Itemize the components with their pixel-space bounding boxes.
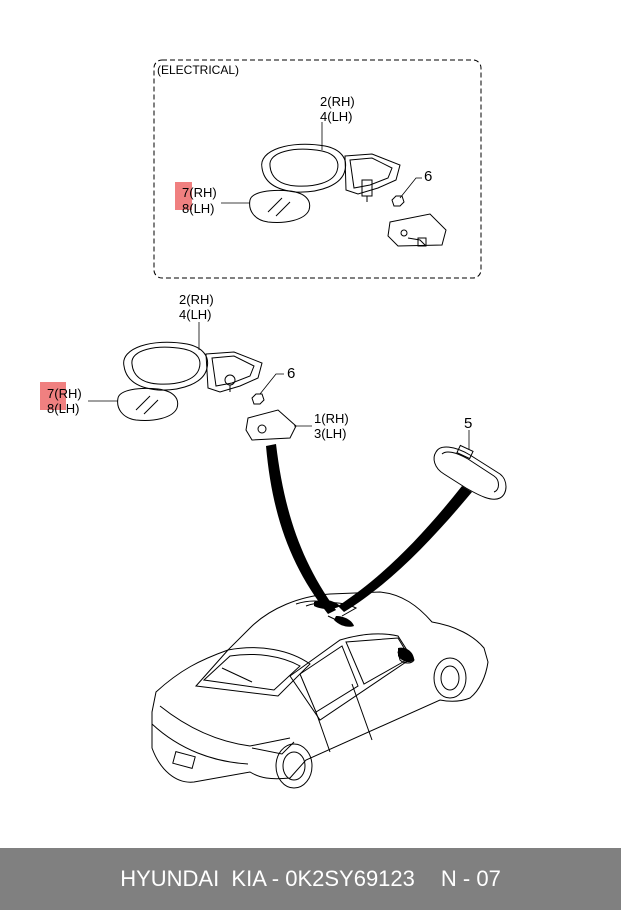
label-mirror-lh: 4(LH) — [179, 307, 212, 322]
label-bracket-rh: 1(RH) — [314, 411, 349, 426]
manual-mirror-assembly — [117, 341, 297, 441]
parts-diagram: (ELECTRICAL) 2(RH) 4(LH) 7(RH) 8(LH) 6 — [40, 59, 507, 789]
footer-page-ref: N - 07 — [440, 866, 501, 891]
label-glass-lh: 8(LH) — [47, 401, 80, 416]
label-mirror-rh: 2(RH) — [179, 292, 214, 307]
footer-part-text: HYUNDAI KIA - 0K2SY69123 — [120, 866, 415, 891]
electrical-mirror-assembly — [249, 143, 447, 247]
electrical-box — [153, 59, 482, 279]
label-glass-rh: 7(RH) — [47, 386, 82, 401]
footer-bar: HYUNDAI KIA - 0K2SY69123 N - 07 — [0, 848, 621, 910]
inside-mirror — [433, 444, 507, 500]
leader-manual-screw — [259, 373, 284, 395]
elec-label-screw: 6 — [424, 168, 432, 185]
label-screw: 6 — [287, 365, 295, 382]
label-bracket-lh: 3(LH) — [314, 426, 347, 441]
elec-label-mirror-lh: 4(LH) — [320, 109, 353, 124]
door-mirror-highlight — [398, 647, 414, 663]
elec-label-mirror-rh: 2(RH) — [320, 94, 355, 109]
elec-label-glass-lh: 8(LH) — [182, 201, 215, 216]
elec-label-glass-rh: 7(RH) — [182, 185, 217, 200]
elec-highlight — [175, 182, 192, 210]
arrow-to-door-mirror — [266, 444, 336, 614]
inside-mirror-highlight — [314, 599, 340, 609]
electrical-title: (ELECTRICAL) — [157, 63, 239, 77]
arrow-to-inside-mirror — [338, 486, 472, 612]
manual-highlight — [40, 382, 66, 410]
car-illustration — [151, 591, 489, 789]
windshield-mirror-mark — [334, 616, 354, 627]
label-inside-mirror: 5 — [464, 415, 472, 432]
leader-electrical-screw — [399, 177, 422, 199]
